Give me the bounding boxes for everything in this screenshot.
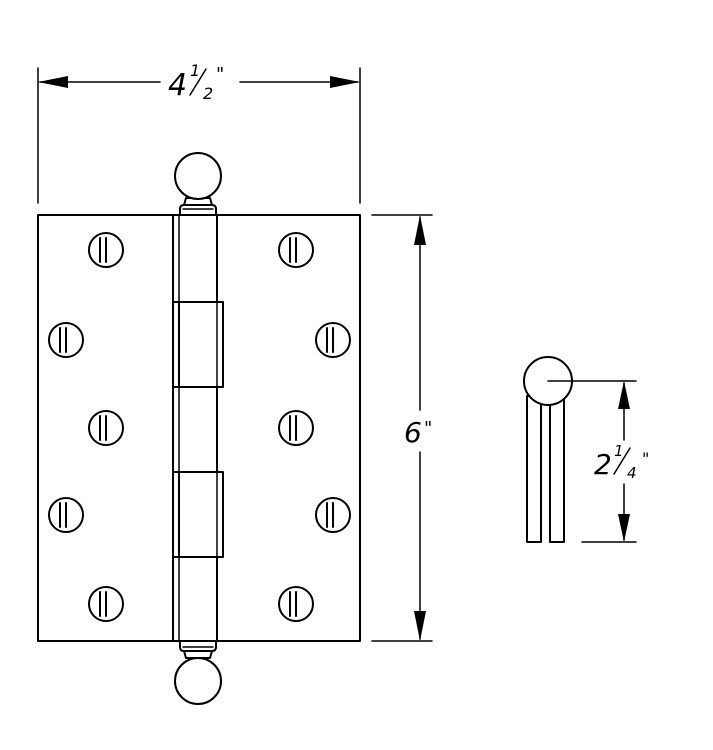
width-arrow-left (38, 76, 68, 88)
height-whole: 6 (404, 416, 422, 449)
depth-arrow-bottom (618, 514, 630, 542)
width-dimension: 4 1 2 " (37, 61, 361, 204)
depth-dimension: 2 1 4 " (547, 380, 649, 543)
depth-unit: " (642, 449, 649, 468)
depth-whole: 2 (594, 448, 612, 481)
top-collar-neck (183, 197, 213, 206)
depth-denominator: 4 (627, 464, 637, 482)
side-leaf-left (526, 395, 542, 543)
bottom-ball-tip (174, 640, 222, 705)
width-unit: " (216, 64, 224, 85)
width-denominator: 2 (203, 84, 213, 103)
hinge-side-view (523, 356, 573, 543)
width-fraction-bar (189, 68, 207, 96)
height-arrow-bottom (414, 611, 426, 641)
screw-hole (278, 410, 314, 446)
knuckle-4 (178, 471, 224, 558)
width-arrow-right (330, 76, 360, 88)
height-dimension: 6 " (371, 214, 433, 642)
screw-hole (88, 410, 124, 446)
knuckle-3 (172, 386, 218, 473)
height-unit: " (424, 418, 432, 439)
bottom-collar-neck (183, 650, 213, 659)
bottom-collar (179, 640, 217, 652)
screw-hole (88, 586, 124, 622)
hinge-front-view (37, 152, 361, 705)
screw-hole (278, 232, 314, 268)
depth-fraction-bar (613, 447, 631, 475)
top-ball (174, 152, 222, 200)
top-ball-tip (174, 152, 222, 216)
depth-arrow-top (618, 381, 630, 409)
screw-hole (88, 232, 124, 268)
right-leaf-screws (278, 232, 351, 622)
height-arrow-top (414, 215, 426, 245)
width-numerator: 1 (190, 61, 200, 80)
left-leaf-screws (48, 232, 124, 622)
screw-hole (278, 586, 314, 622)
width-whole: 4 (168, 68, 187, 103)
top-collar (179, 204, 217, 216)
side-leaf-right (549, 395, 565, 543)
screw-hole (315, 497, 351, 533)
screw-hole (48, 497, 84, 533)
bottom-ball (174, 657, 222, 705)
screw-hole (315, 322, 351, 358)
depth-numerator: 1 (614, 442, 624, 460)
screw-hole (48, 322, 84, 358)
